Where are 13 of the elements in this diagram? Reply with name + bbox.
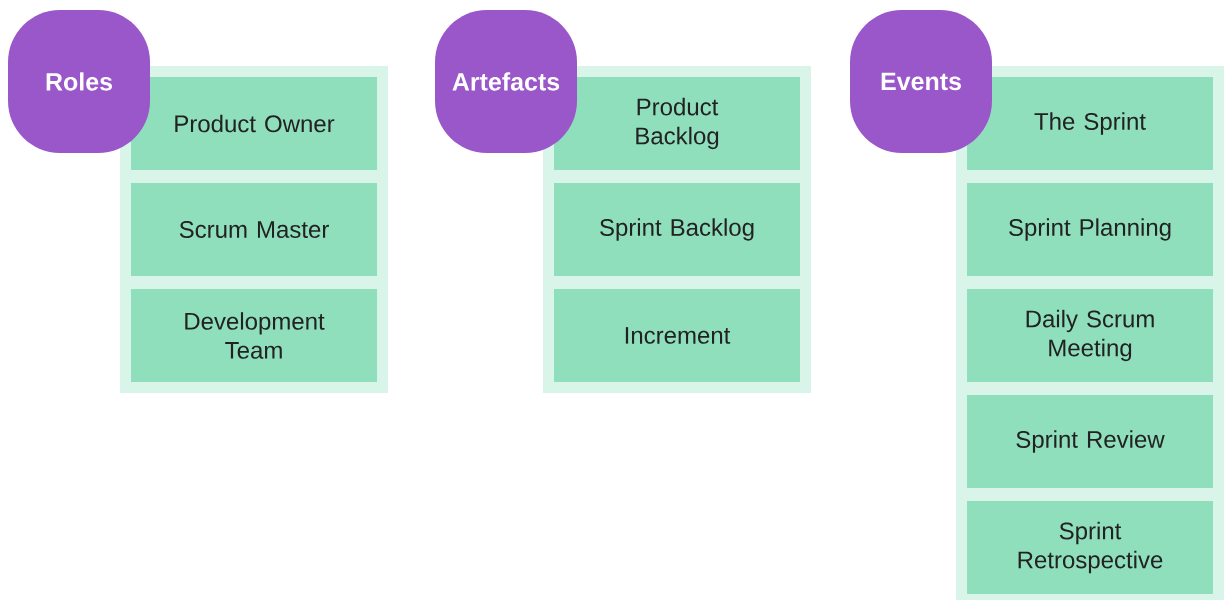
item-box: Sprint Retrospective — [967, 501, 1213, 594]
item-box: Sprint Review — [967, 395, 1213, 488]
heading-blob: Events — [850, 10, 992, 153]
item-box: The Sprint — [967, 77, 1213, 170]
heading-blob: Artefacts — [435, 10, 577, 153]
item-box: Product Owner — [131, 77, 377, 170]
item-box: Daily Scrum Meeting — [967, 289, 1213, 382]
item-box: Scrum Master — [131, 183, 377, 276]
item-box: Sprint Planning — [967, 183, 1213, 276]
item-box: Development Team — [131, 289, 377, 382]
item-box: Sprint Backlog — [554, 183, 800, 276]
item-box: Increment — [554, 289, 800, 382]
heading-blob: Roles — [8, 10, 150, 153]
